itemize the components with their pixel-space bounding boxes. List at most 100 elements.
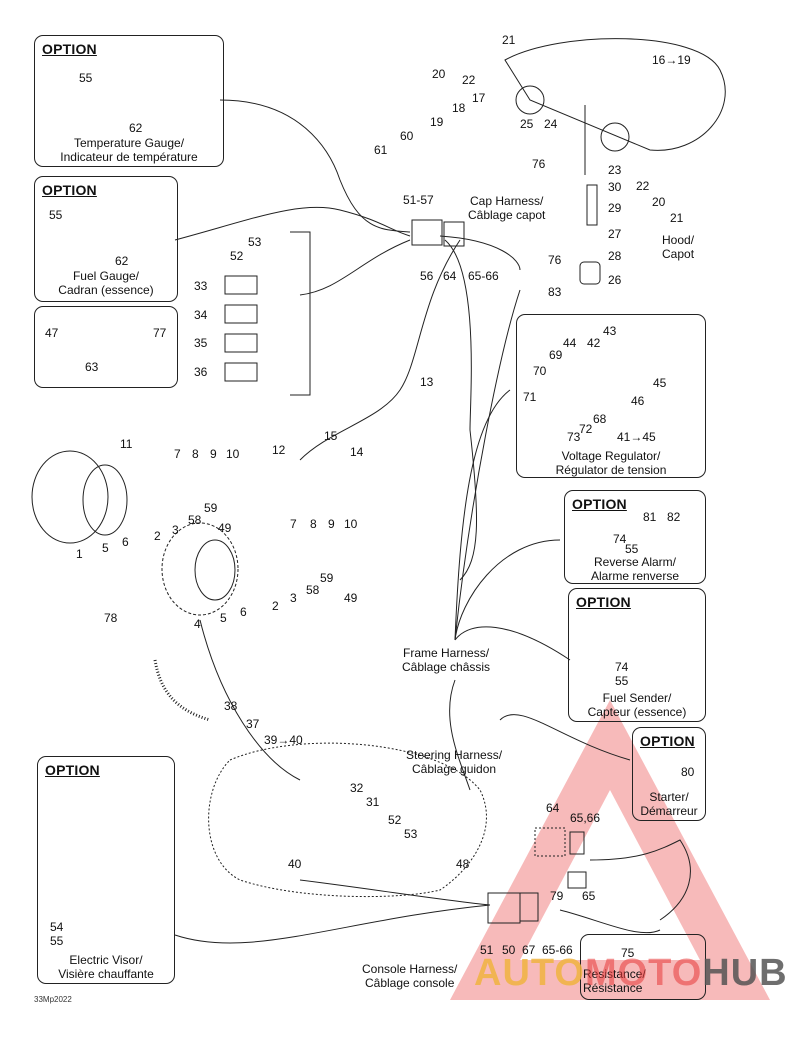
part-callout: 13 <box>420 375 434 389</box>
part-callout: 73 <box>567 430 581 444</box>
part-callout: 45 <box>653 376 667 390</box>
part-callout: 33 <box>194 279 208 293</box>
part-callout: 79 <box>550 889 564 903</box>
part-callout: 9 <box>328 517 335 531</box>
part-callout: 3 <box>172 523 179 537</box>
option-title: OPTION <box>576 594 631 610</box>
cap-harness-label: Cap Harness/Câblage capot <box>468 194 546 222</box>
part-callout: 56 <box>420 269 434 283</box>
part-callout: 40 <box>288 857 302 871</box>
box-caption: Electric Visor/Visière chauffante <box>58 953 154 981</box>
part-callout: 12 <box>272 443 286 457</box>
part-callout: 2 <box>272 599 279 613</box>
part-callout: 29 <box>608 201 622 215</box>
part-callout: 2 <box>154 529 161 543</box>
part-callout: 80 <box>681 765 695 779</box>
part-callout: 54 <box>50 920 64 934</box>
part-callout: 60 <box>400 129 414 143</box>
part-callout: 10 <box>344 517 358 531</box>
box-caption: Fuel Gauge/Cadran (essence) <box>58 269 154 297</box>
part-callout: 74 <box>615 660 629 674</box>
part-callout: 70 <box>533 364 547 378</box>
part-callout: 72 <box>579 422 593 436</box>
part-callout: 11 <box>120 437 133 451</box>
part-callout: 8 <box>310 517 317 531</box>
part-callout: 83 <box>548 285 562 299</box>
part-callout: 46 <box>631 394 645 408</box>
part-callout: 38 <box>224 699 238 713</box>
part-callout: 69 <box>549 348 563 362</box>
part-callout: 21 <box>670 211 684 225</box>
part-callout: 65-66 <box>468 269 499 283</box>
part-callout: 22 <box>636 179 650 193</box>
part-callout: 31 <box>366 795 380 809</box>
part-callout: 8 <box>192 447 199 461</box>
part-callout: 34 <box>194 308 208 322</box>
part-callout: 65,66 <box>570 811 601 825</box>
part-callout: 6 <box>240 605 247 619</box>
fuel-sender-option-box: OPTION 74 55 Fuel Sender/Capteur (essenc… <box>568 588 706 722</box>
temperature-gauge-option-box: OPTION 55 62 Temperature Gauge/Indicateu… <box>34 35 224 167</box>
part-callout: 59 <box>204 501 218 515</box>
fuel-gauge-option-box: OPTION 55 62 Fuel Gauge/Cadran (essence) <box>34 176 178 302</box>
part-callout: 67 <box>522 943 536 957</box>
diagram-code: 33Mp2022 <box>34 995 72 1004</box>
part-callout: 64 <box>443 269 457 283</box>
hood-label: Hood/Capot <box>662 233 695 261</box>
part-callout: 77 <box>153 326 167 340</box>
part-callout: 19 <box>430 115 444 129</box>
part-callout: 30 <box>608 180 622 194</box>
watermark-triangle <box>450 700 770 1000</box>
part-callout: 78 <box>104 611 118 625</box>
part-callout: 64 <box>546 801 560 815</box>
part-callout: 51 <box>480 943 494 957</box>
part-callout: 58 <box>306 583 320 597</box>
part-callout: 9 <box>210 447 217 461</box>
part-callout: 6 <box>122 535 129 549</box>
part-callout: 55 <box>615 674 629 688</box>
box-caption: Temperature Gauge/Indicateur de températ… <box>60 136 198 164</box>
part-callout: 41→45 <box>617 430 656 444</box>
part-callout: 65 <box>582 889 596 903</box>
part-callout: 5 <box>102 541 109 555</box>
reverse-alarm-option-box: OPTION 81 82 74 55 Reverse Alarm/Alarme … <box>564 490 706 584</box>
option-title: OPTION <box>45 762 100 778</box>
part-callout: 65-66 <box>542 943 573 957</box>
part-callout: 68 <box>593 412 607 426</box>
part-callout: 63 <box>85 360 99 374</box>
part-callout: 18 <box>452 101 466 115</box>
part-callout: 7 <box>290 517 297 531</box>
part-callout: 1 <box>76 547 83 561</box>
steering-harness-label: Steering Harness/Câblage guidon <box>406 748 503 776</box>
part-callout: 35 <box>194 336 208 350</box>
option-title: OPTION <box>640 733 695 749</box>
part-callout: 49 <box>344 591 358 605</box>
part-callout: 14 <box>350 445 364 459</box>
part-callout: 53 <box>404 827 418 841</box>
part-callout: 62 <box>129 121 143 135</box>
starter-option-box: OPTION 80 Starter/Démarreur <box>632 727 706 821</box>
part-callout: 55 <box>49 208 63 222</box>
option-title: OPTION <box>572 496 627 512</box>
part-callout: 4 <box>194 617 201 631</box>
part-callout: 32 <box>350 781 364 795</box>
part-callout: 62 <box>115 254 129 268</box>
electric-visor-option-box: OPTION 54 55 Electric Visor/Visière chau… <box>37 756 175 984</box>
part-callout: 47 <box>45 326 59 340</box>
part-callout: 42 <box>587 336 601 350</box>
part-callout: 20 <box>652 195 666 209</box>
part-callout: 24 <box>544 117 558 131</box>
part-callout: 50 <box>502 943 516 957</box>
part-callout: 26 <box>608 273 622 287</box>
part-callout: 58 <box>188 513 202 527</box>
part-callout: 76 <box>548 253 562 267</box>
part-callout: 39→40 <box>264 733 303 747</box>
voltage-regulator-box: 43 44 42 69 70 71 45 46 68 72 73 41→45 V… <box>516 314 706 478</box>
part-callout: 82 <box>667 510 681 524</box>
part-callout: 10 <box>226 447 240 461</box>
box-caption: Starter/Démarreur <box>640 790 698 818</box>
option-title: OPTION <box>42 182 97 198</box>
part-callout: 36 <box>194 365 208 379</box>
option-title: OPTION <box>42 41 97 57</box>
